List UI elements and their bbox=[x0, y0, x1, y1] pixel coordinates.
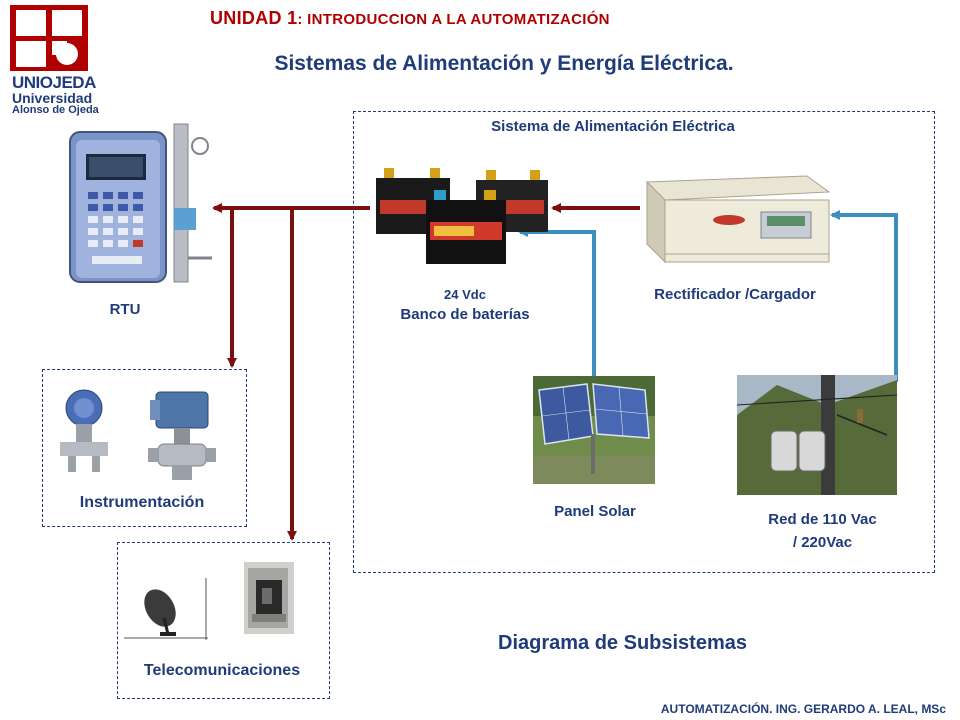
footer-credit: AUTOMATIZACIÓN. ING. GERARDO A. LEAL, MS… bbox=[660, 702, 946, 716]
radio-equipment-image bbox=[244, 562, 294, 634]
battery-voltage-label: 24 Vdc bbox=[444, 287, 486, 302]
solar-panel-image bbox=[533, 376, 655, 484]
grid-label-line1: Red de 110 Vac bbox=[768, 511, 877, 528]
solar-panel-label: Panel Solar bbox=[554, 503, 636, 520]
rectifier-image bbox=[645, 175, 831, 264]
power-system-label: Sistema de Alimentación Eléctrica bbox=[491, 118, 735, 135]
rtu-label: RTU bbox=[109, 301, 141, 318]
battery-bank-label: Banco de baterías bbox=[400, 306, 530, 323]
logo-tagline: Alonso de Ojeda bbox=[12, 104, 99, 116]
valve-actuator bbox=[148, 391, 216, 480]
power-grid-image bbox=[737, 375, 897, 495]
power-system-box bbox=[353, 111, 935, 573]
uniojeda-logo bbox=[10, 5, 88, 71]
instrumentation-label: Instrumentación bbox=[79, 494, 205, 511]
unit-title: UNIDAD 1: INTRODUCCION A LA AUTOMATIZACI… bbox=[210, 8, 610, 29]
telecom-label: Telecomunicaciones bbox=[143, 662, 301, 679]
pressure-transmitter bbox=[60, 389, 108, 472]
instrumentation-box bbox=[42, 369, 247, 527]
grid-to-rectifier-line bbox=[830, 210, 898, 382]
grid-label-line2: / 220Vac bbox=[792, 534, 853, 551]
rtu-device-image bbox=[69, 123, 212, 283]
page-subtitle: Sistemas de Alimentación y Energía Eléct… bbox=[274, 52, 734, 75]
logo-subtitle: Universidad bbox=[12, 90, 93, 106]
instrumentation-image bbox=[60, 389, 216, 480]
diagram-title: Diagrama de Subsistemas bbox=[498, 632, 747, 654]
battery-front bbox=[426, 190, 506, 264]
unit-title-prefix: UNIDAD 1 bbox=[210, 8, 298, 28]
battery-bank-image bbox=[376, 168, 548, 264]
rectifier-label: Rectificador /Cargador bbox=[654, 286, 816, 303]
logo-name: UNIOJEDA bbox=[12, 73, 96, 92]
unit-title-rest: : INTRODUCCION A LA AUTOMATIZACIÓN bbox=[297, 11, 610, 28]
satellite-dish-image bbox=[124, 578, 208, 640]
telecom-box bbox=[117, 542, 330, 699]
